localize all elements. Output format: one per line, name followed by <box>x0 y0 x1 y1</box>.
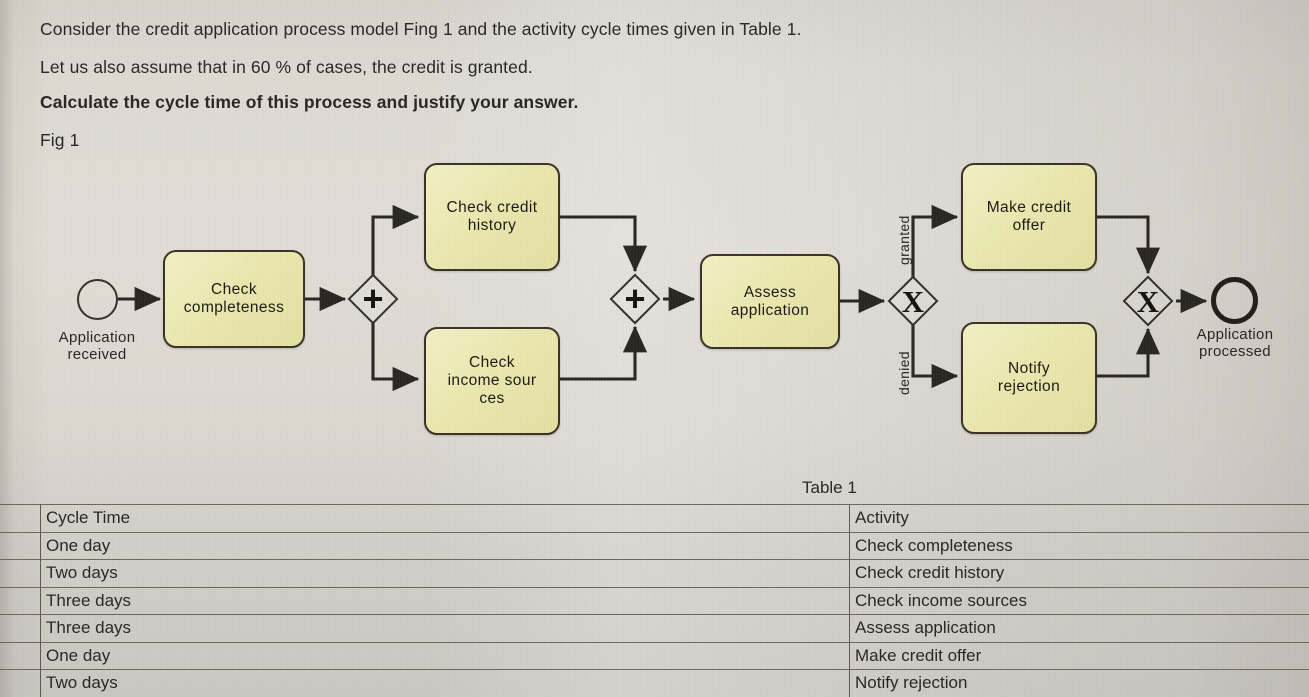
start-event-application-received <box>77 279 118 320</box>
end-event-application-processed <box>1211 277 1258 324</box>
table-1-wrapper: Cycle Time Activity One day Check comple… <box>0 504 1309 697</box>
cell-cycle-time: Two days <box>40 559 850 588</box>
row-left-gutter <box>0 504 41 533</box>
header-cycle-time: Cycle Time <box>40 504 850 533</box>
cycle-time-table: Cycle Time Activity One day Check comple… <box>0 504 1309 697</box>
table-row: Three days Assess application <box>0 614 1309 643</box>
cell-cycle-time: Three days <box>40 614 850 643</box>
cell-activity: Check completeness <box>849 531 1309 560</box>
row-left-gutter <box>0 614 41 643</box>
table-row: Two days Notify rejection <box>0 669 1309 697</box>
row-left-gutter <box>0 669 41 697</box>
cell-activity: Check credit history <box>849 559 1309 588</box>
header-activity: Activity <box>849 504 1309 533</box>
row-left-gutter <box>0 559 41 588</box>
question-assumption-line: Let us also assume that in 60 % of cases… <box>40 57 533 77</box>
table-row: Three days Check income sources <box>0 586 1309 615</box>
table-row: One day Make credit offer <box>0 641 1309 670</box>
cell-activity: Make credit offer <box>849 641 1309 670</box>
row-left-gutter <box>0 641 41 670</box>
flow-label-granted: granted <box>896 215 912 265</box>
row-left-gutter <box>0 586 41 615</box>
cell-activity: Assess application <box>849 614 1309 643</box>
table-caption: Table 1 <box>802 478 857 497</box>
cell-cycle-time: Two days <box>40 669 850 697</box>
question-intro-line-1: Consider the credit application process … <box>40 19 802 39</box>
cell-activity: Notify rejection <box>849 669 1309 697</box>
question-task-line: Calculate the cycle time of this process… <box>40 92 579 112</box>
table-row: One day Check completeness <box>0 531 1309 560</box>
cell-activity: Check income sources <box>849 586 1309 615</box>
cell-cycle-time: One day <box>40 531 850 560</box>
table-body: Cycle Time Activity One day Check comple… <box>0 504 1309 697</box>
figure-caption: Fig 1 <box>40 130 80 150</box>
sequence-flow-connectors <box>118 204 1208 392</box>
table-header-row: Cycle Time Activity <box>0 504 1309 533</box>
cell-cycle-time: Three days <box>40 586 850 615</box>
table-row: Two days Check credit history <box>0 559 1309 588</box>
cell-cycle-time: One day <box>40 641 850 670</box>
row-left-gutter <box>0 531 41 560</box>
flow-label-denied: denied <box>896 351 912 395</box>
